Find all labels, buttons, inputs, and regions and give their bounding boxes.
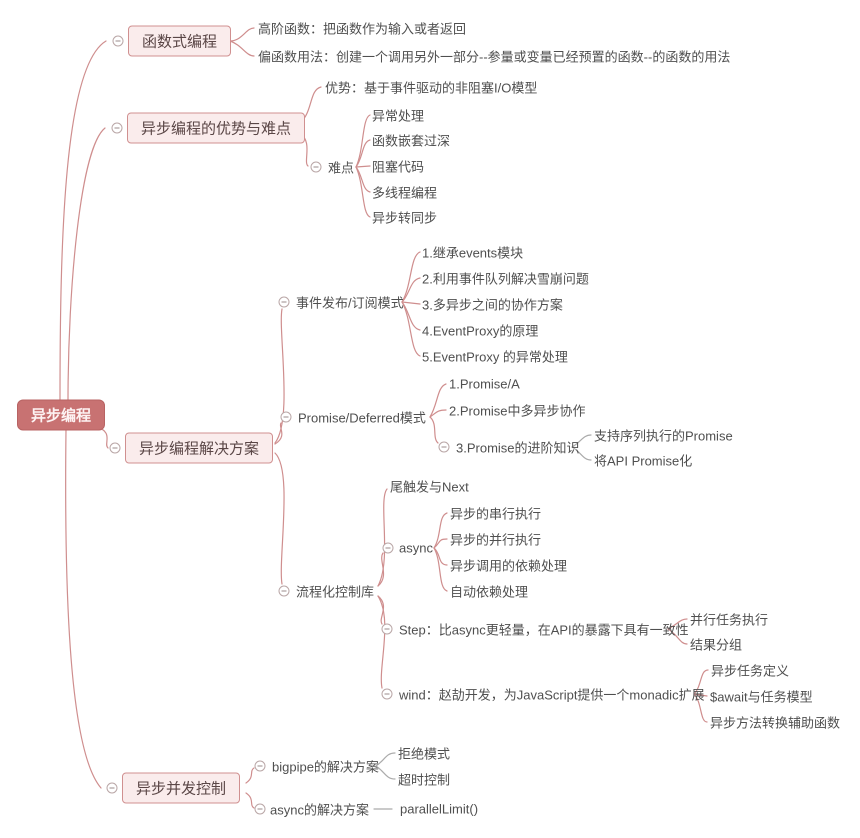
node-reject-mode[interactable]: 拒绝模式 — [398, 746, 451, 762]
node-inherit-events-module[interactable]: 1.继承events模块 — [422, 245, 524, 261]
node-eventproxy-principle[interactable]: 4.EventProxy的原理 — [422, 323, 539, 339]
topic-async-pros-and-cons[interactable]: 异步编程的优势与难点 — [127, 112, 306, 144]
collapse-icon[interactable] — [381, 688, 393, 700]
node-advantages[interactable]: 优势：基于事件驱动的非阻塞I/O模型 — [325, 80, 538, 96]
collapse-icon[interactable] — [438, 441, 450, 453]
node-blocking-code[interactable]: 阻塞代码 — [372, 159, 425, 175]
node-wind-library[interactable]: wind：赵劼开发，为JavaScript提供一个monadic扩展 — [399, 687, 705, 703]
collapse-icon[interactable] — [112, 35, 124, 47]
functional-branch-connectors — [229, 27, 255, 57]
node-pubsub-pattern[interactable]: 事件发布/订阅模式 — [296, 295, 404, 311]
node-parallel-execution[interactable]: 异步的并行执行 — [450, 532, 542, 548]
node-difficulties[interactable]: 难点 — [328, 160, 355, 176]
node-serial-execution[interactable]: 异步的串行执行 — [450, 506, 542, 522]
node-root-async-programming[interactable]: 异步编程 — [17, 399, 106, 431]
node-deep-nesting[interactable]: 函数嵌套过深 — [372, 133, 451, 149]
node-async-solution[interactable]: async的解决方案 — [270, 802, 369, 818]
node-await-task-model[interactable]: $await与任务模型 — [710, 689, 813, 705]
node-parallellimit[interactable]: parallelLimit() — [400, 801, 479, 817]
collapse-icon[interactable] — [278, 296, 290, 308]
node-multithreading[interactable]: 多线程编程 — [372, 185, 438, 201]
node-auto-dependency[interactable]: 自动依赖处理 — [450, 584, 529, 600]
node-promise-multi-async[interactable]: 2.Promise中多异步协作 — [449, 403, 586, 419]
node-flow-control-library[interactable]: 流程化控制库 — [296, 584, 375, 600]
node-event-queue-avalanche[interactable]: 2.利用事件队列解决雪崩问题 — [422, 271, 589, 287]
node-sequential-promise[interactable]: 支持序列执行的Promise — [594, 428, 733, 444]
topic-functional-programming[interactable]: 函数式编程 — [128, 25, 232, 57]
node-multi-async-cooperation[interactable]: 3.多异步之间的协作方案 — [422, 297, 563, 313]
collapse-icon[interactable] — [280, 411, 292, 423]
collapse-icon[interactable] — [382, 542, 394, 554]
collapse-icon[interactable] — [109, 442, 121, 454]
collapse-icon[interactable] — [310, 161, 322, 173]
node-parallel-task-execution[interactable]: 并行任务执行 — [690, 612, 769, 628]
node-result-grouping[interactable]: 结果分组 — [690, 637, 743, 653]
pros-cons-branch-connectors — [299, 86, 371, 218]
node-promisify-api[interactable]: 将API Promise化 — [594, 453, 693, 469]
node-promise-advanced[interactable]: 3.Promise的进阶知识 — [456, 440, 580, 456]
collapse-icon[interactable] — [254, 760, 266, 772]
node-partial-functions[interactable]: 偏函数用法：创建一个调用另外一部分--参量或变量已经预置的函数--的函数的用法 — [258, 49, 731, 65]
node-dependency-handling[interactable]: 异步调用的依赖处理 — [450, 558, 568, 574]
node-promise-a[interactable]: 1.Promise/A — [449, 376, 520, 392]
node-timeout-control[interactable]: 超时控制 — [398, 772, 451, 788]
node-step-library[interactable]: Step：比async更轻量，在API的暴露下具有一致性 — [399, 622, 689, 638]
node-higher-order-functions[interactable]: 高阶函数：把函数作为输入或者返回 — [258, 21, 467, 37]
collapse-icon[interactable] — [381, 623, 393, 635]
collapse-icon[interactable] — [106, 782, 118, 794]
node-async-to-sync[interactable]: 异步转同步 — [372, 210, 438, 226]
node-async-library[interactable]: async — [399, 540, 433, 556]
node-bigpipe-solution[interactable]: bigpipe的解决方案 — [272, 759, 379, 775]
collapse-icon[interactable] — [254, 803, 266, 815]
node-async-task-definition[interactable]: 异步任务定义 — [711, 663, 790, 679]
node-exception-handling[interactable]: 异常处理 — [372, 108, 425, 124]
node-eventproxy-exception[interactable]: 5.EventProxy 的异常处理 — [422, 349, 568, 365]
node-async-method-helpers[interactable]: 异步方法转换辅助函数 — [710, 715, 841, 731]
topic-async-solutions[interactable]: 异步编程解决方案 — [125, 432, 274, 464]
collapse-icon[interactable] — [111, 122, 123, 134]
node-promise-deferred-pattern[interactable]: Promise/Deferred模式 — [298, 410, 426, 426]
collapse-icon[interactable] — [278, 585, 290, 597]
topic-async-concurrency-control[interactable]: 异步并发控制 — [122, 772, 241, 804]
node-tail-trigger-next[interactable]: 尾触发与Next — [390, 479, 469, 495]
